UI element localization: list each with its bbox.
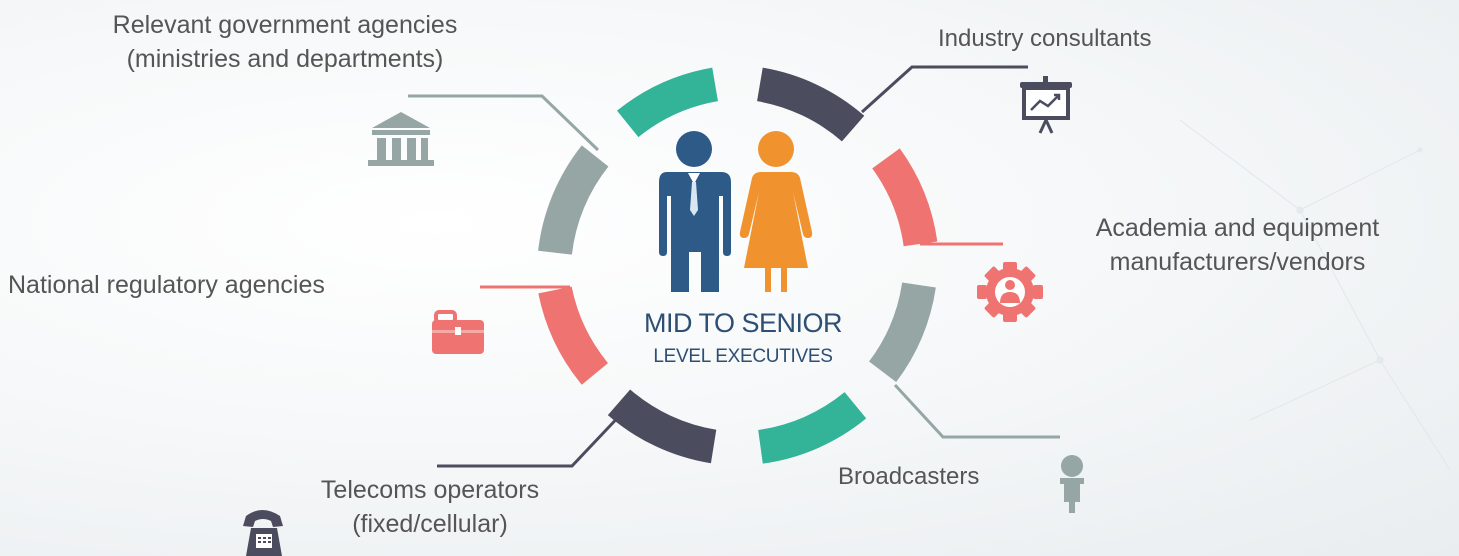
businessman-icon	[659, 131, 731, 292]
label-government-line1: Relevant government agencies	[112, 11, 458, 39]
connector-consultants	[860, 65, 1028, 114]
background-network-decoration	[1179, 119, 1451, 471]
label-academia-line1: Academia and equipment	[1095, 214, 1380, 242]
government-building-icon	[368, 112, 434, 166]
ring-segment-gov	[538, 145, 609, 255]
connector-telecoms	[437, 408, 627, 468]
label-telecoms-line2: (fixed/cellular)	[352, 510, 508, 538]
label-government-line2: (ministries and departments)	[126, 45, 444, 73]
label-academia: Academia and equipment manufacturers/ven…	[1030, 211, 1445, 279]
label-national-regulatory: National regulatory agencies	[8, 271, 325, 299]
ring-segment-regulatory	[538, 286, 609, 385]
presentation-chart-icon	[1020, 76, 1072, 134]
microphone-icon	[1060, 455, 1084, 513]
ring-segment-top-teal	[617, 67, 719, 138]
connector-broadcasters	[893, 383, 1060, 439]
center-title-line2: LEVEL EXECUTIVES	[653, 346, 833, 367]
connector-lines	[408, 65, 1060, 468]
label-industry-consultants: Industry consultants	[938, 25, 1152, 52]
ring-segment-telecoms	[607, 389, 717, 464]
label-broadcasters: Broadcasters	[838, 463, 980, 490]
ring-segment-bottom-teal	[757, 391, 867, 464]
ring-segment-academia	[872, 148, 938, 247]
label-telecoms-operators: Telecoms operators (fixed/cellular)	[282, 473, 578, 541]
ring-segments	[538, 67, 938, 464]
gear-person-icon	[977, 262, 1043, 322]
connector-gov	[408, 94, 600, 152]
label-government-agencies: Relevant government agencies (ministries…	[62, 8, 508, 76]
label-telecoms-line1: Telecoms operators	[320, 476, 540, 504]
telephone-icon	[243, 510, 283, 556]
briefcase-icon	[432, 310, 484, 354]
ring-segment-broadcasters	[868, 282, 936, 383]
ring-segment-consultants	[756, 67, 865, 142]
center-title-line1: MID TO SENIOR	[643, 308, 843, 338]
label-academia-line2: manufacturers/vendors	[1109, 248, 1366, 276]
businesswoman-icon	[739, 131, 813, 292]
